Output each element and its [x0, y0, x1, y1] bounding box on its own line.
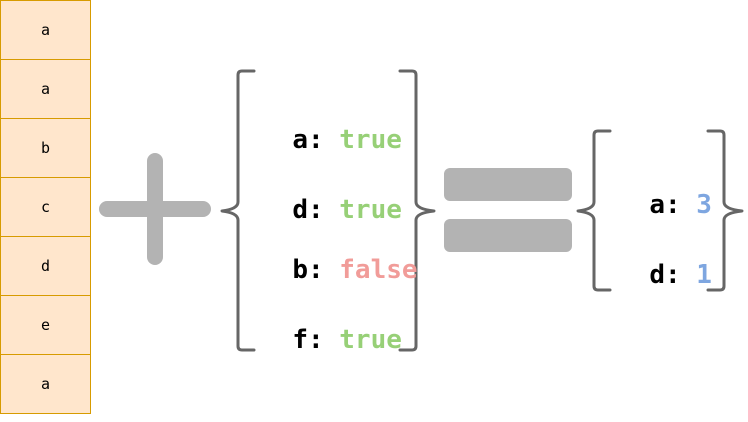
equals-top-bar [444, 168, 572, 201]
entry-key: d [649, 260, 665, 290]
entry-key: a [649, 190, 665, 220]
entry-separator: : [664, 190, 681, 220]
entry-separator: : [307, 125, 324, 155]
entry-value: true [339, 195, 402, 225]
entry-value: 3 [696, 190, 712, 220]
filter-map-entry: b: false [261, 225, 418, 285]
entry-value: true [339, 125, 402, 155]
entry-separator: : [664, 260, 681, 290]
entry-value: 1 [696, 260, 712, 290]
filter-map-entry: a: true [261, 95, 402, 155]
list-item: b [0, 118, 91, 178]
result-map-left-brace [576, 129, 612, 292]
entry-value: false [339, 255, 418, 285]
entry-separator: : [307, 255, 324, 285]
list-item: e [0, 295, 91, 355]
entry-separator: : [307, 325, 324, 355]
filter-map-entry: f: true [261, 295, 402, 355]
filter-map-left-brace [220, 69, 256, 352]
equals-bottom-bar [444, 219, 572, 252]
result-map-entry: d: 1 [618, 230, 712, 290]
filter-map-entry: d: true [261, 165, 402, 225]
entry-key: a [292, 125, 308, 155]
filter-map-right-brace [398, 69, 436, 352]
plus-vertical-bar [147, 153, 163, 265]
list-item: a [0, 0, 91, 60]
entry-separator: : [307, 195, 324, 225]
entry-key: f [292, 325, 308, 355]
entry-value: true [339, 325, 402, 355]
list-item: a [0, 354, 91, 414]
entry-key: b [292, 255, 308, 285]
entry-key: d [292, 195, 308, 225]
list-item: d [0, 236, 91, 296]
input-list: a a b c d e a [0, 0, 91, 414]
result-map-right-brace [706, 129, 744, 292]
list-item: c [0, 177, 91, 237]
result-map-entry: a: 3 [618, 160, 712, 220]
